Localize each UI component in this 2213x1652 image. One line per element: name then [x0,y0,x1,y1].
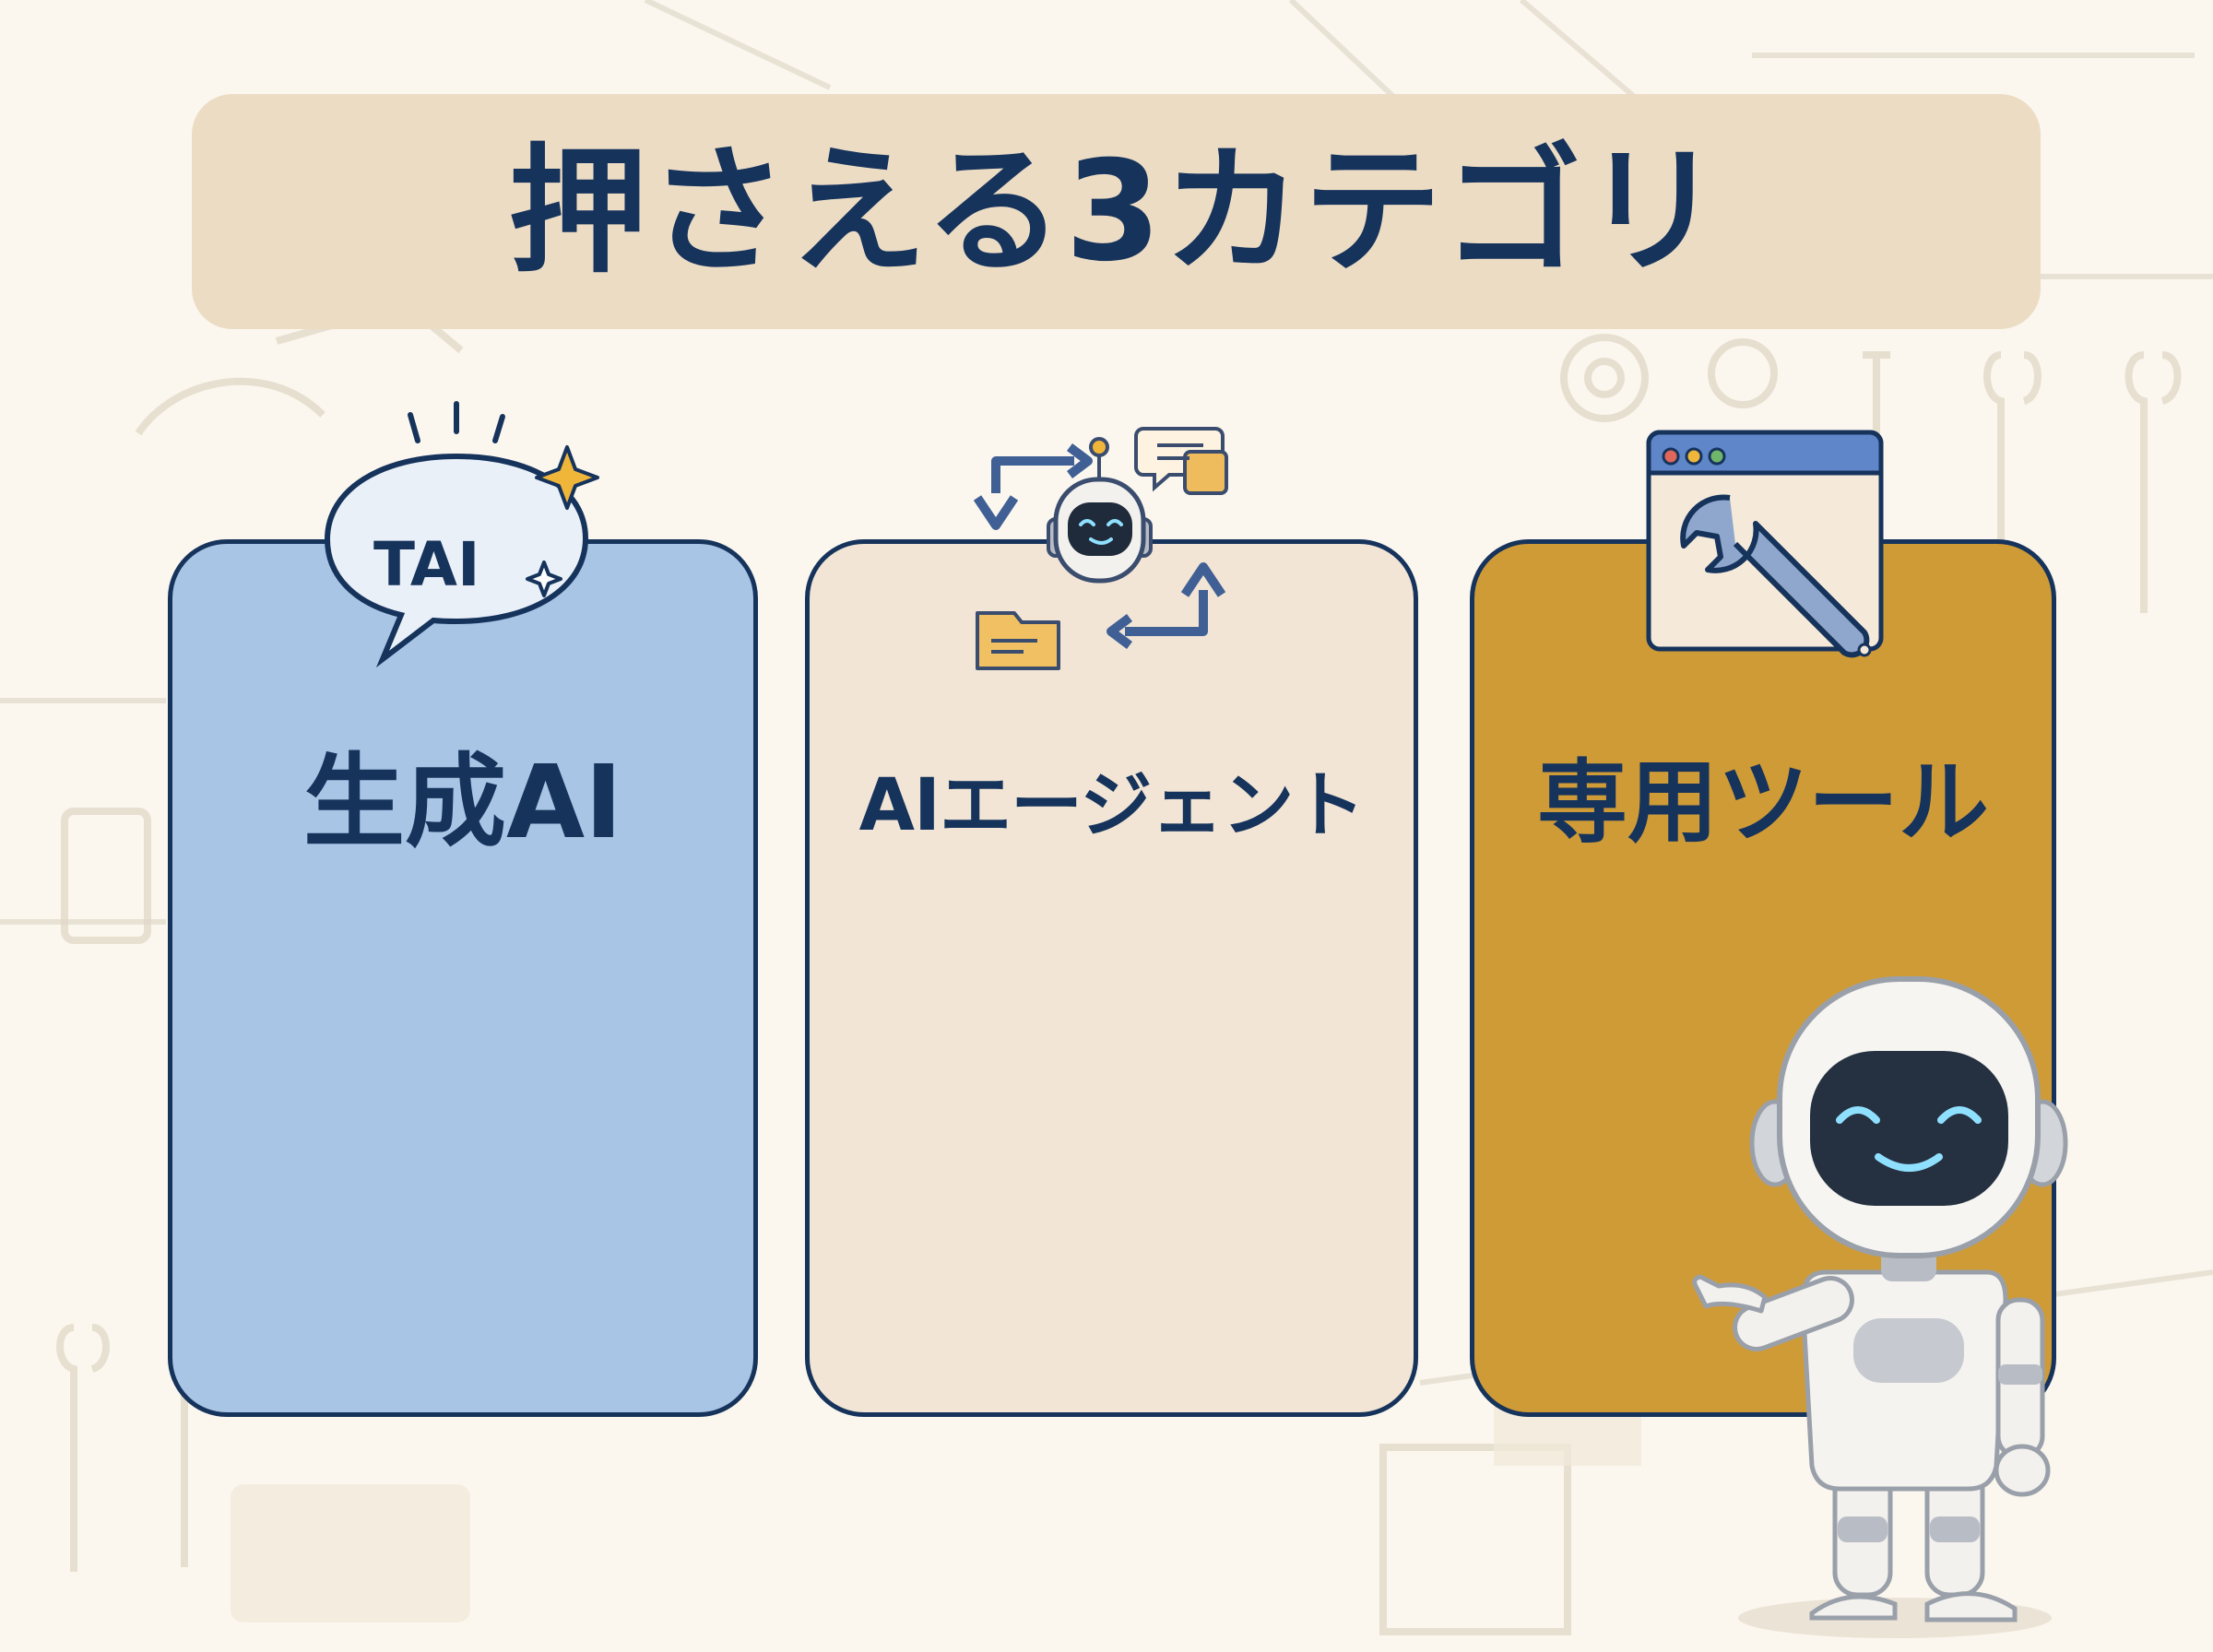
browser-wrench-icon [1646,430,1884,658]
category-card-ai-agent[interactable]: AIエージェント [805,539,1418,1417]
robot-mascot-icon [1692,976,2068,1638]
page-title: 押さえる3カテゴリ [508,131,1724,292]
category-card-dedicated-tools[interactable]: 専用ツール [1470,539,2056,1417]
card-label-ai-agent: AIエージェント [858,764,1366,847]
category-card-generative-ai[interactable]: 生成AI [168,539,758,1417]
card-label-generative-ai: 生成AI [302,743,623,861]
speech-bubble-icon: TAI [324,401,599,668]
title-banner: 押さえる3カテゴリ [192,94,2041,329]
robot-workflow-icon [973,427,1228,670]
card-label-dedicated-tools: 専用ツール [1536,750,1989,856]
bubble-text: TAI [373,529,480,600]
